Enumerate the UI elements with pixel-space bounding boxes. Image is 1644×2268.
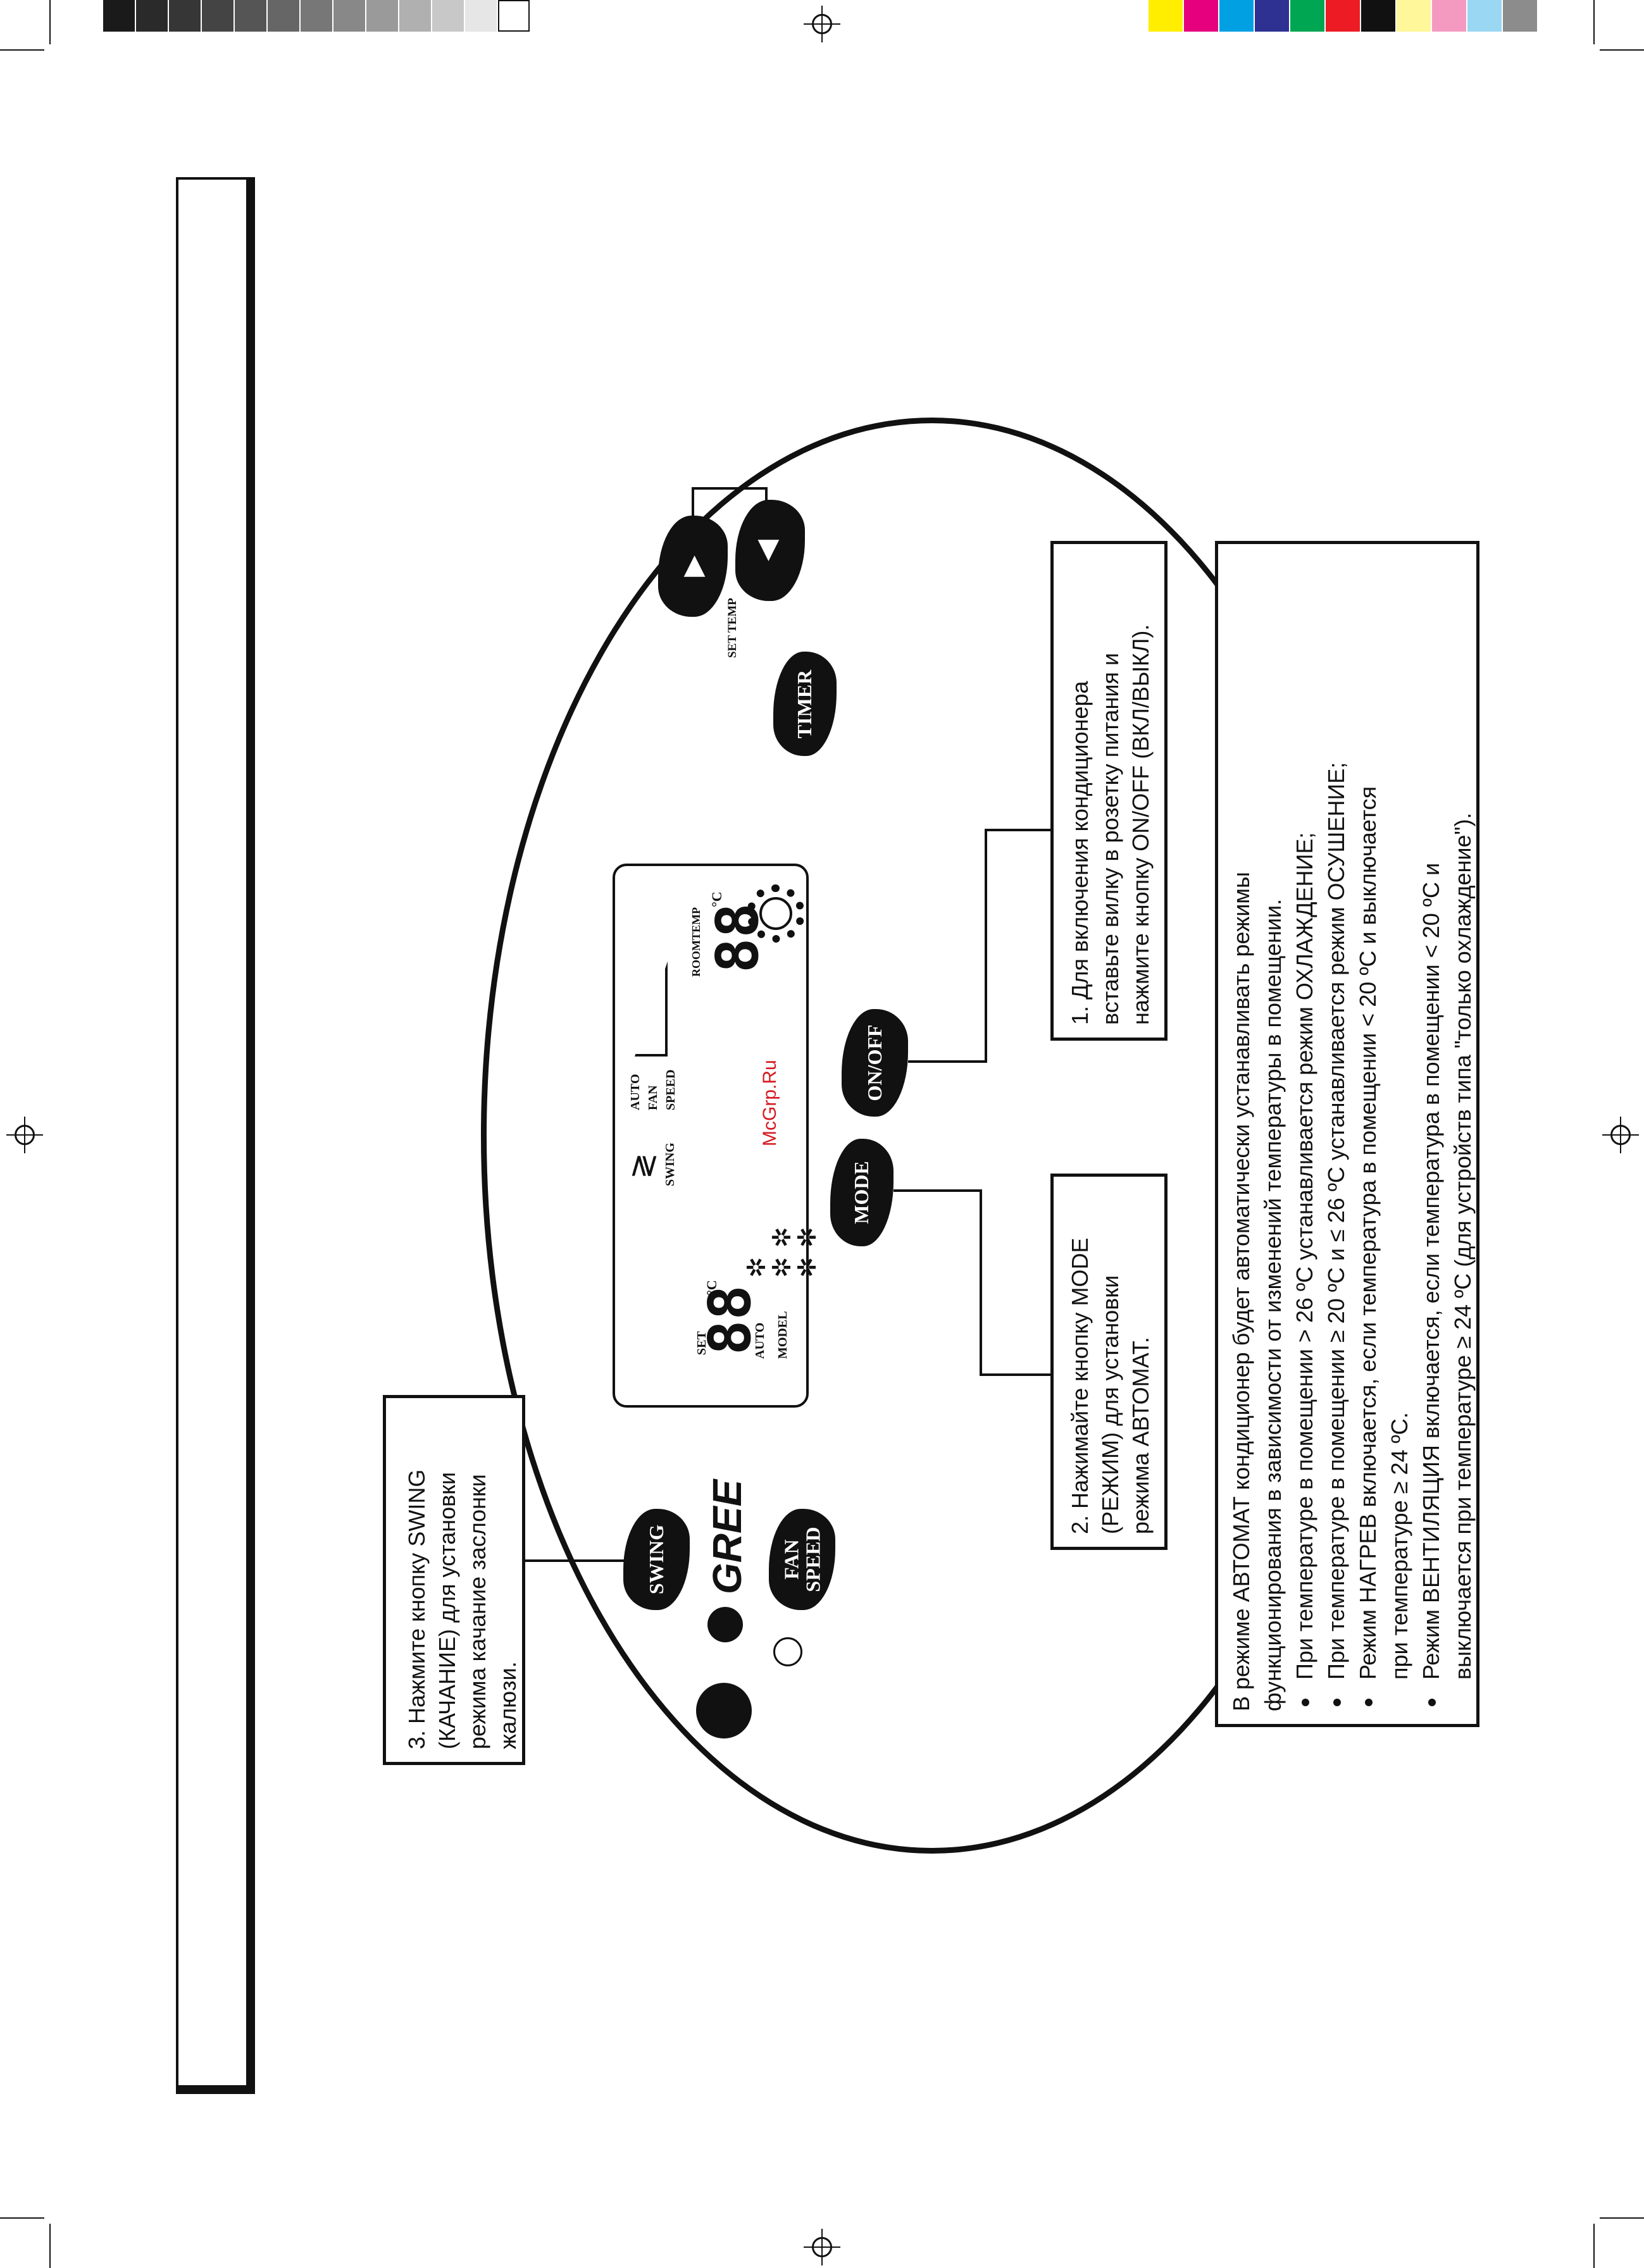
info-bullet-4b: выключается при температуре ≥ 24 ºС (для… (1450, 812, 1476, 1680)
swing-icon: ≷ (625, 1153, 661, 1179)
color-swatch (399, 0, 431, 32)
callout-line-mode (894, 1189, 982, 1192)
info-bullet-2: При температуре в помещении ≥ 20 ºС и ≤ … (1323, 762, 1349, 1680)
color-swatch (1184, 0, 1218, 32)
lcd-swing-label: SWING (663, 1143, 677, 1186)
crop-mark (1593, 0, 1595, 44)
info-intro-1: В режиме АВТОМАТ кондиционер будет автом… (1228, 872, 1254, 1711)
crop-mark (0, 49, 44, 51)
mode-button[interactable]: MODE (830, 1139, 894, 1246)
color-swatch (1290, 0, 1324, 32)
color-swatch (333, 0, 365, 32)
color-swatch (169, 0, 201, 32)
fan-speed-button[interactable]: FAN SPEED (769, 1509, 835, 1610)
info-bullet-4a: Режим ВЕНТИЛЯЦИЯ включается, если темпер… (1418, 862, 1444, 1680)
grayscale-calibration-bar (103, 0, 533, 32)
color-swatch (432, 0, 464, 32)
bullet-icon (1302, 1699, 1309, 1706)
info-bullet-3b: при температуре ≥ 24 ºС. (1386, 1412, 1412, 1680)
lcd-roomtemp-label: ROOMTEMP (690, 907, 702, 977)
temp-up-button[interactable]: ▶ (658, 516, 728, 617)
registration-mark-icon (812, 14, 832, 34)
color-swatch (1432, 0, 1466, 32)
swing-button[interactable]: SWING (623, 1509, 690, 1610)
color-swatch (235, 0, 266, 32)
color-swatch (1397, 0, 1431, 32)
color-swatch (202, 0, 234, 32)
callout-on-off-text: 1. Для включения кондиционера вставьте в… (1067, 624, 1154, 1025)
registration-mark-icon (1610, 1125, 1631, 1145)
sun-icon-core (759, 897, 792, 930)
registration-mark-icon (812, 2237, 832, 2257)
auto-mode-info-box: В режиме АВТОМАТ кондиционер будет автом… (1215, 541, 1479, 1727)
timer-button[interactable]: TIMER (773, 652, 837, 756)
lcd-auto-fan-speed: AUTO FAN SPEED (628, 1069, 678, 1110)
lcd-display (613, 864, 809, 1408)
indicator-light-icon (773, 1637, 802, 1666)
color-swatch (1503, 0, 1537, 32)
color-swatch (1361, 0, 1395, 32)
color-swatch (465, 0, 497, 32)
temp-down-button[interactable]: ▶ (735, 500, 805, 601)
watermark: McGrp.Ru (759, 1060, 780, 1146)
callout-line-onoff (985, 829, 1054, 831)
crop-mark (1593, 2224, 1595, 2268)
callout-line-mode (980, 1189, 982, 1376)
color-swatch (498, 0, 530, 32)
color-swatch (103, 0, 135, 32)
page-header-shadow (249, 177, 255, 2094)
bullet-icon (1365, 1699, 1373, 1706)
gree-logo: GREE (704, 1479, 750, 1594)
snowflake-icons: ✲✲ ✲✲ ✲ (742, 1227, 822, 1278)
callout-swing: 3. Нажмите кнопку SWING (КАЧАНИЕ) для ус… (383, 1395, 525, 1765)
crop-mark (0, 2217, 44, 2219)
callout-swing-text: 3. Нажмите кнопку SWING (КАЧАНИЕ) для ус… (404, 1469, 521, 1749)
on-off-button[interactable]: ON/OFF (842, 1009, 908, 1117)
lcd-room-unit: °C (709, 891, 725, 907)
callout-on-off: 1. Для включения кондиционера вставьте в… (1050, 541, 1168, 1041)
callout-mode-text: 2. Нажимайте кнопку MODE (РЕЖИМ) для уст… (1067, 1237, 1154, 1534)
page-header-shadow-bottom (176, 2088, 255, 2094)
crop-mark (1600, 49, 1644, 51)
triangle-up-icon: ▶ (676, 555, 709, 577)
bullet-icon (1428, 1699, 1436, 1706)
ir-sensor-icon (696, 1683, 752, 1738)
gree-logo-mark-icon (707, 1607, 743, 1642)
set-temp-bracket (692, 487, 768, 490)
bullet-icon (1333, 1699, 1341, 1706)
color-swatch (1219, 0, 1254, 32)
color-swatch (136, 0, 168, 32)
color-swatch (268, 0, 299, 32)
lcd-model-label: MODEL (776, 1311, 790, 1359)
color-swatch (1149, 0, 1183, 32)
registration-mark-icon (15, 1125, 35, 1145)
crop-mark (1600, 2217, 1644, 2219)
info-bullet-3a: Режим НАГРЕВ включается, если температур… (1355, 786, 1381, 1680)
callout-line-swing (524, 1559, 625, 1562)
crop-mark (49, 2224, 51, 2268)
color-calibration-bar (1149, 0, 1541, 32)
color-swatch (366, 0, 398, 32)
color-swatch (1467, 0, 1502, 32)
info-intro-2: функционирования в зависимости от измене… (1260, 898, 1286, 1711)
lcd-auto-label: AUTO (753, 1322, 767, 1359)
callout-line-onoff (985, 829, 987, 1063)
triangle-down-icon: ▶ (754, 540, 787, 561)
lcd-set-unit: °C (704, 1280, 719, 1296)
color-swatch (1326, 0, 1360, 32)
callout-mode: 2. Нажимайте кнопку MODE (РЕЖИМ) для уст… (1050, 1174, 1168, 1550)
set-temp-bracket (692, 487, 694, 519)
info-bullet-1: При температуре в помещении > 26 ºС уста… (1292, 832, 1317, 1680)
callout-line-mode (980, 1373, 1056, 1376)
crop-mark (49, 0, 51, 44)
page-header-strip (176, 177, 249, 2088)
color-swatch (1255, 0, 1289, 32)
set-temp-label: SET TEMP (726, 598, 739, 658)
color-swatch (301, 0, 332, 32)
callout-line-onoff (908, 1060, 987, 1063)
